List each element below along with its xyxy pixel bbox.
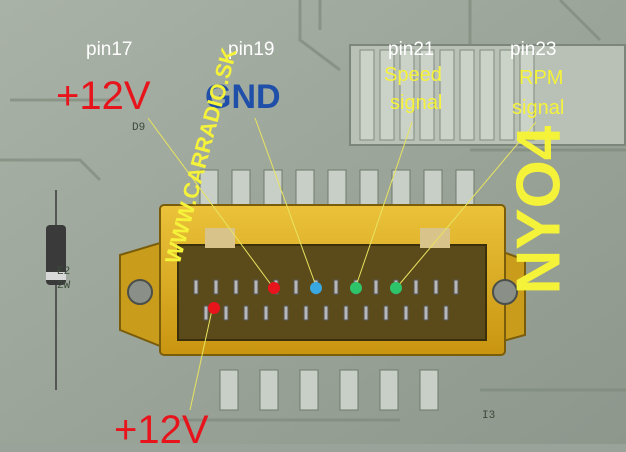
solder-pads xyxy=(199,169,475,411)
left-screw xyxy=(127,279,153,305)
pin23-function-line1: RPM xyxy=(519,67,564,89)
pin21-marker xyxy=(350,282,362,294)
pcb-mark-e2: E2 xyxy=(57,266,71,278)
pin21-function-line2: signal xyxy=(390,92,443,114)
connector-pins xyxy=(193,279,459,321)
right-screw xyxy=(492,279,518,305)
pcb-mark-d9: D9 xyxy=(132,122,146,134)
pin23-label: pin23 xyxy=(510,39,557,60)
connector-cavity xyxy=(177,244,487,341)
pin23-marker xyxy=(390,282,402,294)
pcb-mark-i3: I3 xyxy=(482,410,496,422)
pin23-function-line2: signal xyxy=(512,97,565,119)
pin17-function: +12V xyxy=(56,74,151,118)
pin21-label: pin21 xyxy=(388,39,435,60)
bottom-12v-marker xyxy=(208,302,220,314)
pin-leader-lines xyxy=(147,117,537,411)
pin17-marker xyxy=(268,282,280,294)
pin21-function-line1: Speed xyxy=(384,64,442,86)
pin-markers xyxy=(208,282,402,314)
pin19-function: GND xyxy=(205,78,281,116)
bottom-12v-label: +12V xyxy=(114,408,209,452)
pin17-label: pin17 xyxy=(86,39,133,60)
chip-ribs xyxy=(359,49,535,141)
diode xyxy=(46,190,66,390)
model-label: NYO4 xyxy=(504,125,574,295)
pin19-marker xyxy=(310,282,322,294)
pcb-mark-2w: 2W xyxy=(57,280,71,292)
pin19-label: pin19 xyxy=(228,39,275,60)
